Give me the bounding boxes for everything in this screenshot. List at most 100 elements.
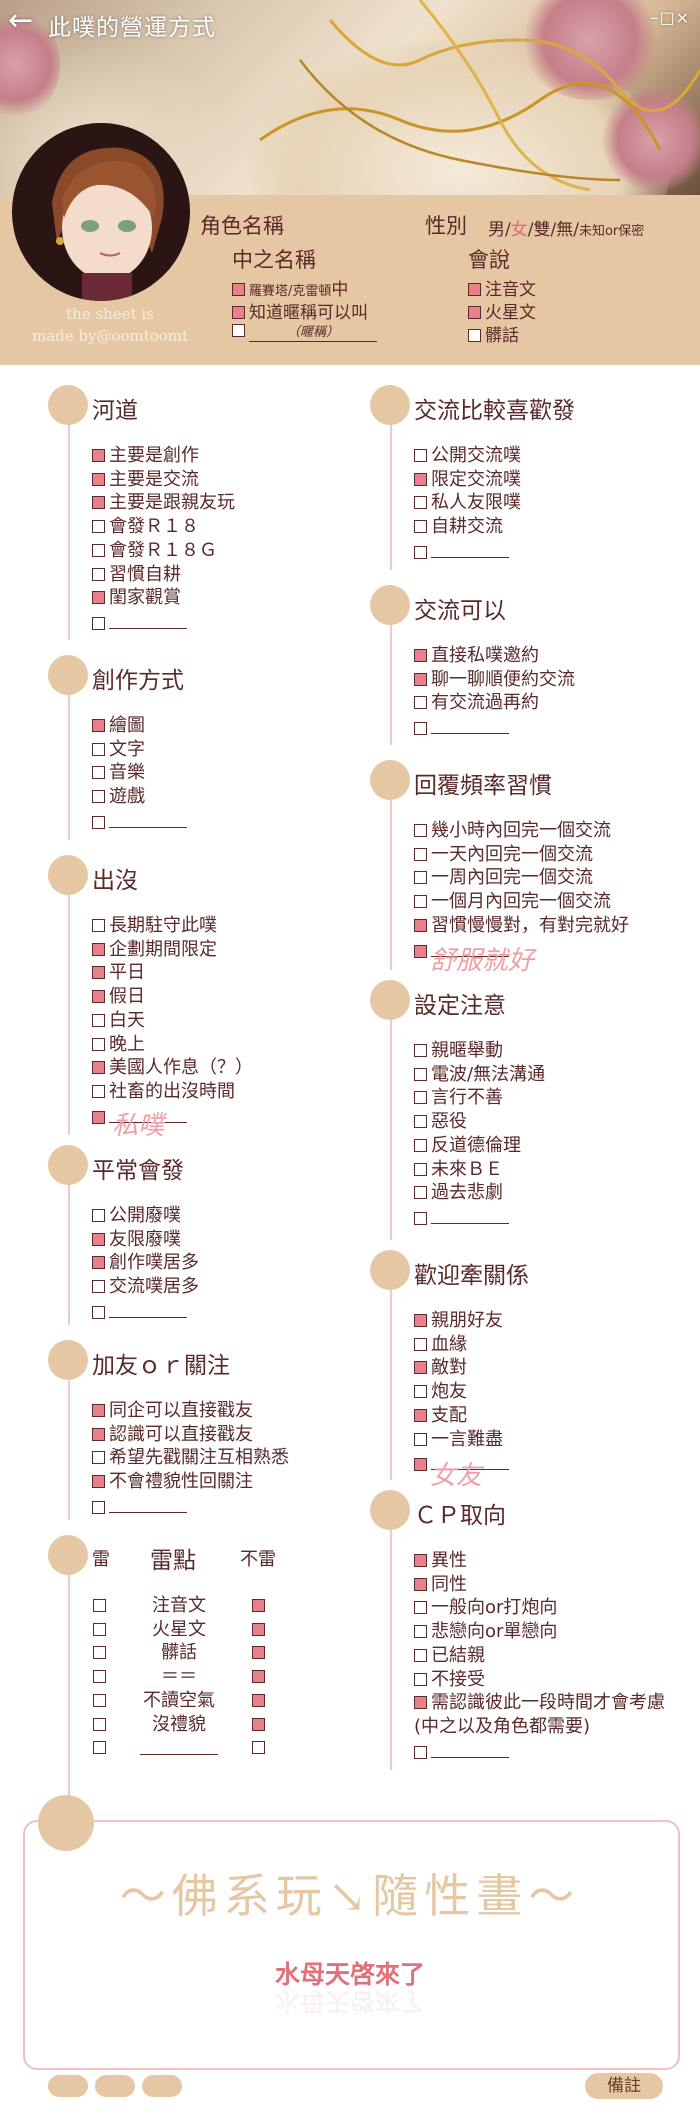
checkbox-option[interactable]: 習慣自耕 xyxy=(92,564,181,586)
memo-button[interactable]: 備註 xyxy=(585,2073,663,2099)
gender-option[interactable]: 男 xyxy=(488,220,505,240)
checkbox[interactable] xyxy=(414,1044,427,1057)
checkbox-option[interactable]: 一言難盡 xyxy=(414,1429,503,1451)
checkbox-option[interactable]: 自耕交流 xyxy=(414,516,503,538)
back-arrow-icon[interactable]: ← xyxy=(8,3,34,38)
checkbox-option[interactable] xyxy=(92,1300,187,1324)
checkbox[interactable] xyxy=(92,1404,105,1417)
checkbox-option[interactable] xyxy=(414,1206,509,1230)
checkbox-option[interactable]: 有交流過再約 xyxy=(414,692,539,714)
checkbox[interactable] xyxy=(414,1601,427,1615)
checkbox-option[interactable]: 會發Ｒ１８Ｇ xyxy=(92,540,217,562)
checkbox-option[interactable]: 一般向or打炮向 xyxy=(414,1597,557,1619)
checkbox[interactable] xyxy=(92,616,105,630)
checkbox[interactable] xyxy=(414,1361,427,1375)
checkbox-option[interactable]: 言行不善 xyxy=(414,1087,503,1109)
checkbox[interactable] xyxy=(92,1037,105,1051)
gender-options[interactable]: 男/女/雙/無/未知or保密 xyxy=(488,215,644,240)
checkbox-option[interactable]: 不會禮貌性回關注 xyxy=(92,1471,253,1493)
checkbox-option[interactable]: 友限廢噗 xyxy=(92,1229,181,1251)
gender-option[interactable]: 無 xyxy=(556,220,574,240)
checkbox[interactable] xyxy=(414,649,427,662)
checkbox[interactable] xyxy=(414,696,427,710)
checkbox-option[interactable]: 親暱舉動 xyxy=(414,1040,503,1062)
checkbox-option[interactable]: 認識可以直接戳友 xyxy=(92,1424,253,1446)
checkbox[interactable] xyxy=(92,966,105,980)
checkbox-option[interactable]: 需認識彼此一段時間才會考慮 xyxy=(414,1692,665,1714)
checkbox-option[interactable] xyxy=(414,1452,509,1476)
checkbox-option[interactable]: 希望先戳關注互相熟悉 xyxy=(92,1447,289,1469)
checkbox[interactable] xyxy=(92,567,105,581)
not-mine-checkbox[interactable] xyxy=(252,1670,265,1684)
checkbox[interactable] xyxy=(414,1408,427,1422)
checkbox[interactable] xyxy=(92,1013,105,1027)
checkbox[interactable] xyxy=(414,1672,427,1686)
checkbox-option[interactable]: 同性 xyxy=(414,1574,467,1596)
checkbox[interactable] xyxy=(414,496,427,510)
checkbox-option[interactable]: 一個月內回完一個交流 xyxy=(414,891,611,913)
speak-option-2[interactable]: 火星文 xyxy=(468,298,536,323)
checkbox[interactable] xyxy=(92,1084,105,1098)
checkbox[interactable] xyxy=(468,329,481,342)
checkbox-option[interactable]: 不接受 xyxy=(414,1669,485,1691)
checkbox[interactable] xyxy=(414,1091,427,1105)
checkbox-option[interactable]: 平日 xyxy=(92,962,145,984)
checkbox[interactable] xyxy=(414,1458,427,1472)
checkbox-option[interactable]: 創作噗居多 xyxy=(92,1252,199,1274)
checkbox-option[interactable]: 同企可以直接戳友 xyxy=(92,1400,253,1422)
checkbox-option[interactable]: 私人友限噗 xyxy=(414,492,521,514)
checkbox[interactable] xyxy=(414,871,427,885)
checkbox[interactable] xyxy=(414,1648,427,1662)
page-pill-1[interactable] xyxy=(48,2075,88,2097)
checkbox[interactable] xyxy=(92,496,105,510)
checkbox[interactable] xyxy=(92,1500,105,1514)
checkbox[interactable] xyxy=(92,1475,105,1489)
checkbox-option[interactable]: (中之以及角色都需要) xyxy=(414,1716,590,1738)
checkbox-option[interactable] xyxy=(92,1495,187,1519)
gender-option[interactable]: 雙 xyxy=(533,220,551,240)
checkbox-option[interactable] xyxy=(414,1740,509,1764)
checkbox-option[interactable]: 主要是創作 xyxy=(92,445,199,467)
checkbox-option[interactable]: 假日 xyxy=(92,986,145,1008)
checkbox[interactable] xyxy=(92,742,105,756)
checkbox[interactable] xyxy=(92,1451,105,1465)
checkbox[interactable] xyxy=(414,1314,427,1327)
checkbox[interactable] xyxy=(414,472,427,486)
checkbox[interactable] xyxy=(92,449,105,462)
mine-checkbox[interactable] xyxy=(93,1646,106,1660)
checkbox[interactable] xyxy=(414,1577,427,1591)
checkbox-option[interactable]: 直接私噗邀約 xyxy=(414,645,539,667)
mine-checkbox[interactable] xyxy=(93,1670,106,1684)
checkbox-option[interactable] xyxy=(414,939,509,963)
mine-checkbox[interactable] xyxy=(93,1741,106,1755)
checkbox[interactable] xyxy=(414,672,427,686)
checkbox-option[interactable]: 親朋好友 xyxy=(414,1310,503,1332)
checkbox-option[interactable]: 音樂 xyxy=(92,762,145,784)
checkbox[interactable] xyxy=(92,815,105,829)
checkbox-option[interactable]: 反道德倫理 xyxy=(414,1135,521,1157)
mine-checkbox[interactable] xyxy=(93,1599,106,1612)
checkbox-option[interactable]: 限定交流噗 xyxy=(414,469,521,491)
checkbox[interactable] xyxy=(414,520,427,534)
checkbox-option[interactable]: 交流噗居多 xyxy=(92,1276,199,1298)
checkbox-option[interactable]: 長期駐守此噗 xyxy=(92,915,217,937)
checkbox[interactable] xyxy=(414,1554,427,1567)
checkbox-option[interactable]: 過去悲劇 xyxy=(414,1182,503,1204)
checkbox-option[interactable]: 惡役 xyxy=(414,1111,467,1133)
checkbox-option[interactable]: 炮友 xyxy=(414,1381,467,1403)
checkbox-option[interactable]: 會發Ｒ１８ xyxy=(92,516,199,538)
checkbox[interactable] xyxy=(92,1427,105,1441)
checkbox[interactable] xyxy=(92,990,105,1004)
checkbox[interactable] xyxy=(92,1305,105,1319)
checkbox-option[interactable]: 支配 xyxy=(414,1405,467,1427)
not-mine-checkbox[interactable] xyxy=(252,1646,265,1660)
handle-option-2[interactable]: 知道暱稱可以叫 xyxy=(232,298,368,323)
checkbox-option[interactable]: 悲戀向or單戀向 xyxy=(414,1621,557,1643)
window-controls-icon[interactable]: –□× xyxy=(650,8,690,27)
checkbox-option[interactable]: 主要是跟親友玩 xyxy=(92,492,235,514)
speak-option-1[interactable]: 注音文 xyxy=(468,275,536,300)
checkbox[interactable] xyxy=(414,1211,427,1225)
checkbox[interactable] xyxy=(414,1162,427,1176)
checkbox[interactable] xyxy=(92,520,105,534)
not-mine-checkbox[interactable] xyxy=(252,1599,265,1612)
